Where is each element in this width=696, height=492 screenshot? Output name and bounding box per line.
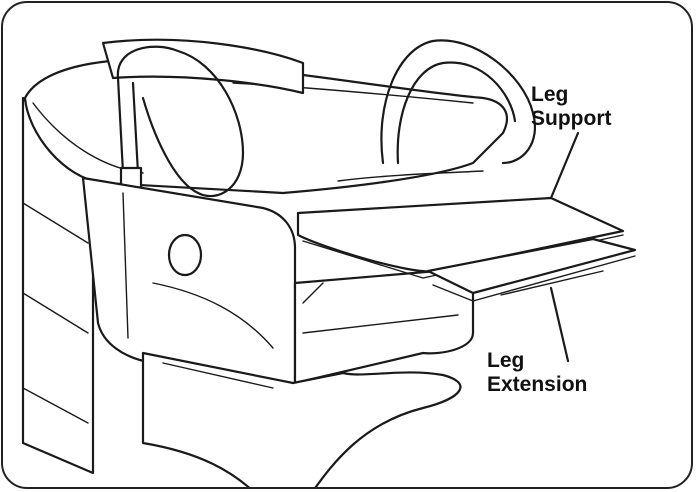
leg-extension-leader-line [549,286,570,363]
leg-support-leader-line [549,131,580,200]
side-panel [81,176,297,392]
back-cushion [101,38,305,95]
leg-extension-label: Leg Extension [487,349,587,397]
leg-support-label-line2: Support [531,107,612,130]
leg-extension-platform [426,237,637,302]
leg-extension-label-line2: Extension [487,373,588,396]
exam-table-illustration [21,38,637,487]
leg-support-label-line1: Leg [531,83,569,106]
lower-drawer [293,266,475,385]
seat-cushion [23,58,509,195]
table-base [141,351,462,487]
leg-support-label: Leg Support [531,83,611,131]
leg-extension-label-line1: Leg [487,349,525,372]
right-stirrup-handle [380,39,536,165]
